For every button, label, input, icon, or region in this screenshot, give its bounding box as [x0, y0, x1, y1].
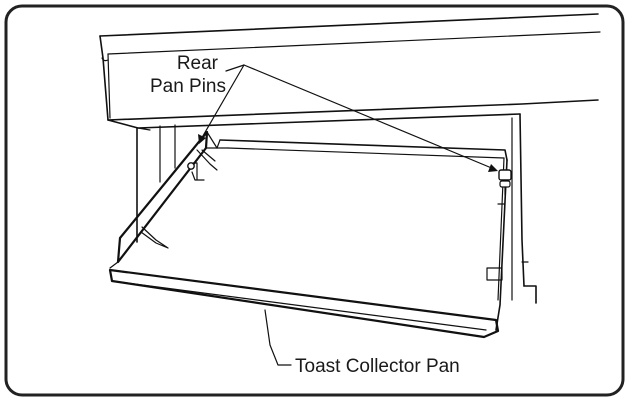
- toaster-housing: [99, 13, 601, 304]
- toast-collector-pan-leader: [264, 309, 292, 366]
- toast-collector-pan-label: Toast Collector Pan: [295, 356, 460, 377]
- rear-pan-pins-label-line1: Rear: [177, 53, 219, 74]
- rear-pan-pins: [187, 162, 512, 196]
- toast-collector-pan: [108, 130, 508, 339]
- rear-pan-pins-leaders: [198, 64, 498, 172]
- diagram-border: [4, 4, 625, 397]
- left-pan-pin: [187, 162, 195, 170]
- rear-pan-pins-label-line2: Pan Pins: [150, 76, 226, 97]
- right-pan-pin: [498, 169, 512, 196]
